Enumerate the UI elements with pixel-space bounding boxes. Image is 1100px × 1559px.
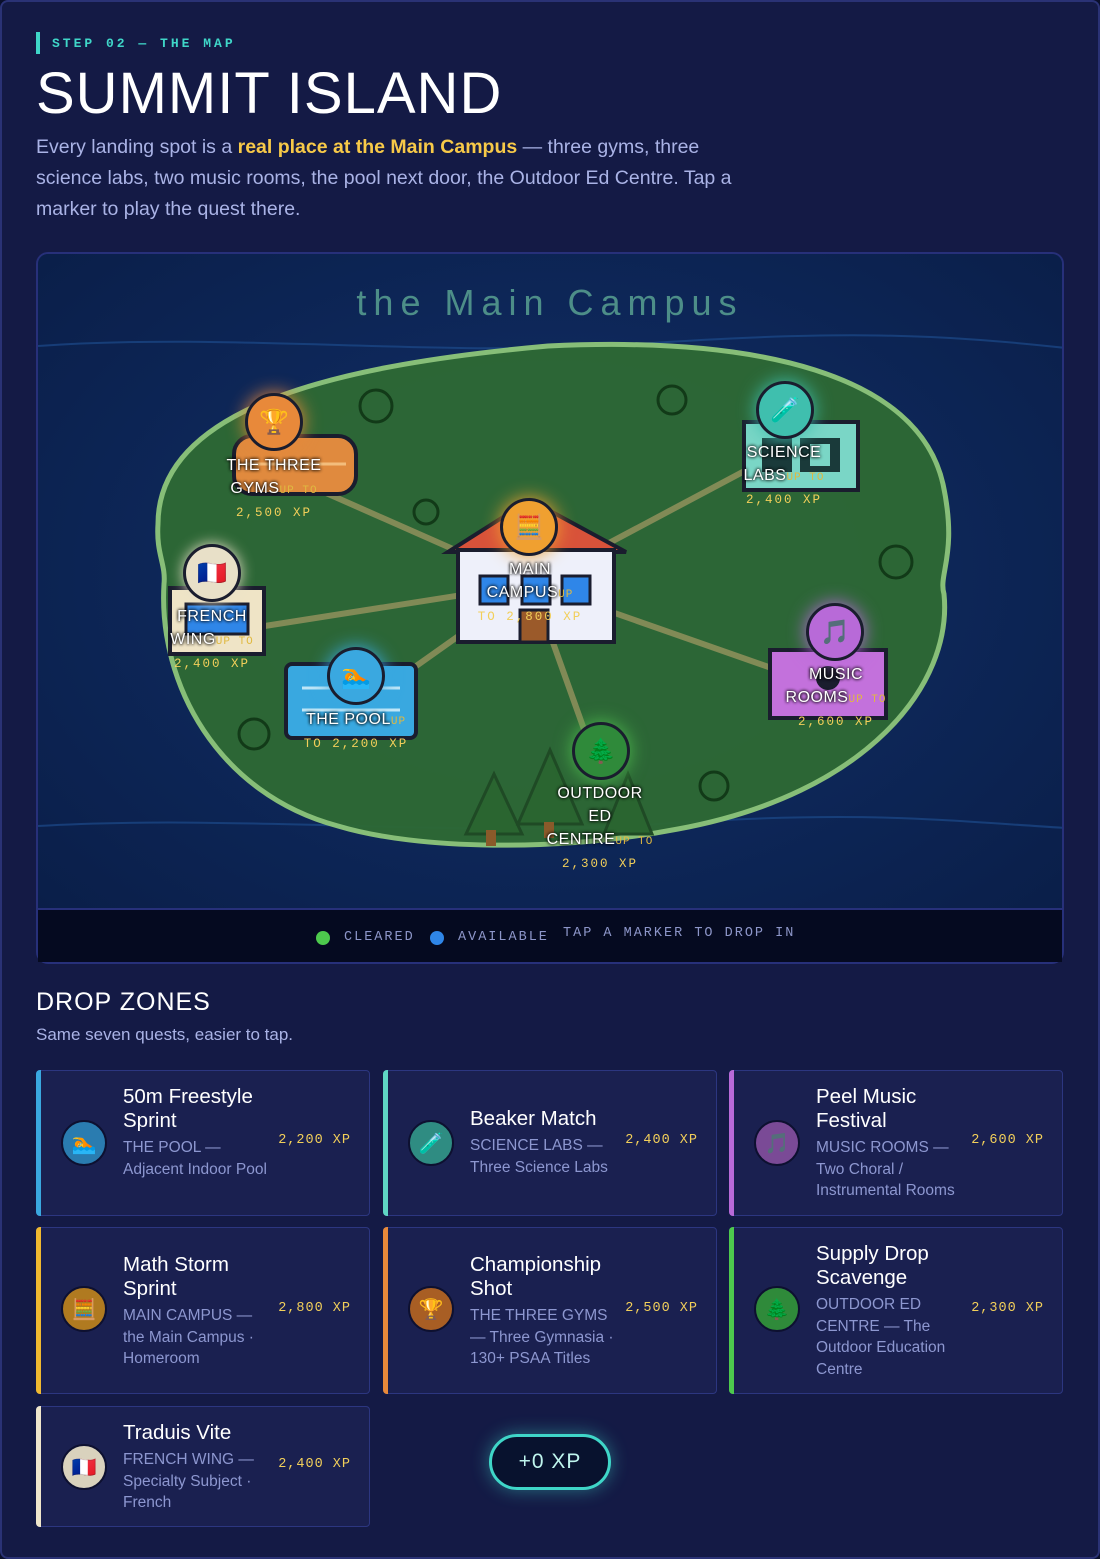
zone-xp: 2,500 XP — [625, 1301, 698, 1316]
zone-name: Math Storm Sprint — [123, 1253, 229, 1300]
campus-map — [36, 252, 1064, 964]
zone-desc: MUSIC ROOMS — Two Choral / Instrumental … — [816, 1139, 955, 1199]
test-tube-icon: 🧪 — [756, 381, 814, 439]
zone-card[interactable]: 🇫🇷 Traduis Vite FRENCH WING — Specialty … — [36, 1406, 370, 1527]
map-background — [38, 254, 1062, 962]
france-flag-icon: 🇫🇷 — [183, 544, 241, 602]
zone-desc: MAIN CAMPUS — the Main Campus · Homeroom — [123, 1307, 254, 1367]
zone-name: Peel Music Festival — [816, 1085, 917, 1132]
available-dot-icon — [430, 930, 444, 945]
zone-desc: FRENCH WING — Specialty Subject · French — [123, 1451, 254, 1511]
zone-desc: THE THREE GYMS — Three Gymnasia · 130+ P… — [470, 1307, 614, 1367]
trophy-icon: 🏆 — [245, 393, 303, 451]
france-flag-icon: 🇫🇷 — [61, 1444, 107, 1490]
marker-french-xp: 2,400 XP — [173, 657, 250, 671]
zone-xp: 2,800 XP — [278, 1301, 351, 1316]
trophy-icon: 🏆 — [408, 1286, 454, 1332]
zone-xp: 2,200 XP — [278, 1133, 351, 1148]
zone-name: Traduis Vite — [123, 1421, 232, 1444]
map-legend: CLEARED AVAILABLE TAP A MARKER TO DROP I… — [38, 908, 1062, 962]
zone-xp: 2,400 XP — [625, 1133, 698, 1148]
legend-hint-label: TAP A MARKER TO DROP IN — [563, 926, 796, 941]
marker-gyms-xp: 2,500 XP — [235, 506, 312, 520]
map-title: the Main Campus — [356, 282, 744, 323]
drop-zones-title: DROP ZONES — [36, 988, 211, 1016]
legend-cleared: CLEARED — [316, 930, 415, 945]
zone-xp: 2,300 XP — [971, 1301, 1044, 1316]
marker-labs-xp: 2,400 XP — [745, 493, 822, 507]
legend-hint: TAP A MARKER TO DROP IN — [563, 926, 795, 941]
music-note-icon: 🎵 — [806, 603, 864, 661]
zone-name: Championship Shot — [470, 1253, 602, 1300]
page-title: SUMMIT ISLAND — [36, 61, 503, 126]
zone-name: Supply Drop Scavenge — [816, 1242, 929, 1289]
intro-highlight: real place at the Main Campus — [237, 136, 518, 158]
zone-card[interactable]: 🎵 Peel Music Festival MUSIC ROOMS — Two … — [729, 1070, 1063, 1216]
zone-desc: SCIENCE LABS — Three Science Labs — [470, 1137, 608, 1176]
tree-icon: 🌲 — [754, 1286, 800, 1332]
zone-xp: 2,600 XP — [971, 1133, 1044, 1148]
xp-score-button[interactable]: +0 XP — [489, 1434, 611, 1490]
intro-text: Every landing spot is a real place at th… — [36, 132, 756, 225]
zone-xp: 2,400 XP — [278, 1457, 351, 1472]
zone-card[interactable]: 🌲 Supply Drop Scavenge OUTDOOR ED CENTRE… — [729, 1227, 1063, 1394]
swimmer-icon: 🏊 — [327, 647, 385, 705]
marker-music-xp: 2,600 XP — [797, 715, 874, 729]
marker-pool-label: THE POOLUP — [305, 711, 407, 728]
zone-desc: OUTDOOR ED CENTRE — The Outdoor Educatio… — [816, 1296, 946, 1378]
test-tube-icon: 🧪 — [408, 1120, 454, 1166]
zone-desc: THE POOL — Adjacent Indoor Pool — [123, 1139, 267, 1178]
marker-main-xp: TO 2,800 XP — [477, 610, 583, 624]
zone-card[interactable]: 🏆 Championship Shot THE THREE GYMS — Thr… — [383, 1227, 717, 1394]
zone-card[interactable]: 🏊 50m Freestyle Sprint THE POOL — Adjace… — [36, 1070, 370, 1216]
music-note-icon: 🎵 — [754, 1120, 800, 1166]
cleared-dot-icon — [316, 930, 330, 945]
drop-zones-subtitle: Same seven quests, easier to tap. — [36, 1025, 294, 1044]
intro-before: Every landing spot is a — [36, 136, 238, 158]
step-eyebrow: STEP 02 — THE MAP — [36, 32, 236, 54]
marker-outdoor-xp: 2,300 XP — [561, 857, 638, 871]
tree-icon: 🌲 — [572, 722, 630, 780]
abacus-icon: 🧮 — [61, 1286, 107, 1332]
legend-available: AVAILABLE — [430, 930, 549, 945]
legend-available-label: AVAILABLE — [458, 930, 549, 945]
intro-after: — three gyms, three science labs, two mu… — [36, 136, 732, 220]
swimmer-icon: 🏊 — [61, 1120, 107, 1166]
zone-name: Beaker Match — [470, 1107, 597, 1130]
zone-card[interactable]: 🧪 Beaker Match SCIENCE LABS — Three Scie… — [383, 1070, 717, 1216]
legend-cleared-label: CLEARED — [344, 930, 415, 945]
marker-pool-xp: TO 2,200 XP — [303, 737, 409, 751]
zone-card[interactable]: 🧮 Math Storm Sprint MAIN CAMPUS — the Ma… — [36, 1227, 370, 1394]
zone-name: 50m Freestyle Sprint — [123, 1085, 253, 1132]
abacus-icon: 🧮 — [500, 498, 558, 556]
